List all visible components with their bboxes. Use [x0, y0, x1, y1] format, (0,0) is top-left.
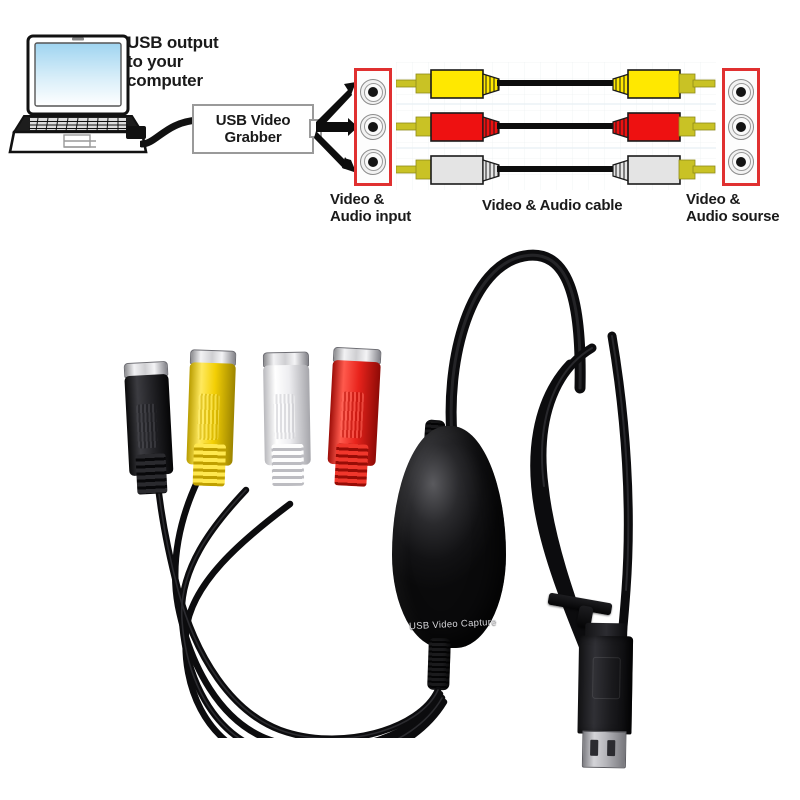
- video-connector-yellow: [186, 349, 237, 487]
- connector-strain-boot: [192, 443, 226, 487]
- connector-strain-boot: [271, 443, 304, 487]
- jack-audio-right: [360, 113, 386, 140]
- rca-cable-audio-right: [396, 112, 716, 142]
- usb-video-capture-device: [392, 426, 506, 648]
- av-cable-group: [396, 69, 716, 185]
- device-top-cable: [445, 249, 586, 442]
- usb-video-grabber-box: USB Video Grabber: [192, 104, 314, 154]
- source-jack-audio-right: [728, 113, 754, 140]
- av-cable-label: Video & Audio cable: [482, 197, 623, 214]
- av-input-label: Video & Audio input: [330, 191, 412, 225]
- usb-trident-icon: [592, 657, 621, 699]
- usb-cable-line: [140, 116, 200, 148]
- connector-strain-boot: [334, 443, 369, 487]
- connection-diagram: USB Video Grabber: [0, 0, 800, 240]
- usb-connector-shell: [577, 635, 634, 735]
- laptop-icon: [8, 34, 148, 154]
- audio-connector-white: [262, 351, 311, 487]
- s-video-connector: [123, 360, 175, 495]
- product-photo: USB Video Capture: [0, 238, 800, 800]
- usb-video-grabber-label: USB Video Grabber: [215, 111, 291, 146]
- rca-cable-audio-left: [396, 155, 716, 185]
- usb-a-connector: [577, 622, 634, 769]
- audio-connector-red: [326, 346, 382, 487]
- jack-audio-left: [360, 148, 386, 175]
- connector-strain-boot: [135, 453, 168, 495]
- arrow-icon: [314, 82, 358, 173]
- connector-cable-bundle: [153, 472, 448, 738]
- av-source-label: Video & Audio sourse: [686, 191, 780, 225]
- jack-video: [360, 79, 386, 106]
- usb-plug-icon: [126, 126, 146, 139]
- rca-cable-video: [396, 69, 716, 99]
- connector-grip: [135, 403, 159, 449]
- source-jack-audio-left: [728, 148, 754, 175]
- source-jack-video: [728, 79, 754, 106]
- connector-grip: [197, 393, 221, 440]
- av-input-jack-panel: [354, 68, 392, 186]
- connector-grip: [273, 393, 296, 440]
- connector-grip: [339, 391, 364, 439]
- usb-metal-tip: [581, 730, 627, 769]
- usb-output-label: USB output to your computer: [127, 33, 219, 91]
- av-source-jack-panel: [722, 68, 760, 186]
